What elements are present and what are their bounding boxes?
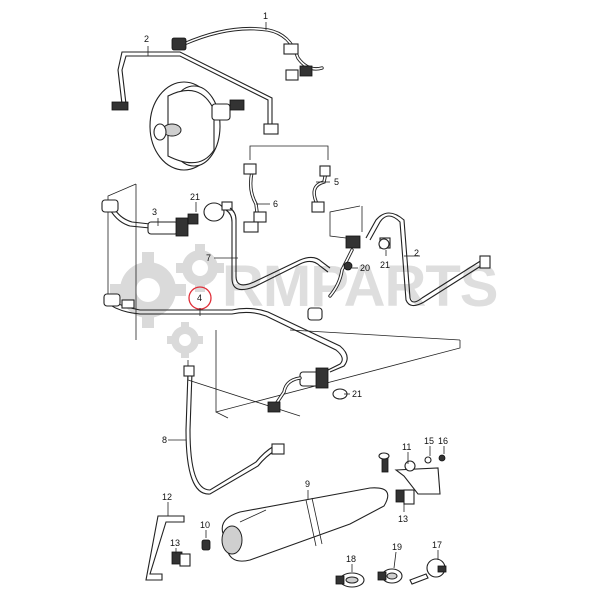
clip-13-left — [171, 551, 191, 567]
callout-15: 15 — [424, 436, 434, 446]
bracket-12 — [145, 515, 185, 581]
callout-12: 12 — [162, 492, 172, 502]
brake-booster — [149, 81, 245, 171]
reference-lines — [107, 145, 461, 419]
clip-13-right — [395, 489, 415, 505]
hose-clamp-18 — [335, 572, 365, 588]
vacuum-pipe-8 — [183, 365, 285, 495]
callout-11: 11 — [402, 442, 411, 452]
small-parts-20-21 — [343, 238, 390, 271]
callout-13-left: 13 — [170, 538, 180, 548]
callout-10: 10 — [200, 520, 210, 530]
callout-3: 3 — [152, 207, 157, 217]
mounting-bracket-11 — [378, 452, 446, 495]
cable-tie-17 — [409, 558, 447, 585]
callout-8: 8 — [162, 435, 167, 445]
watermark-text: RMPARTS — [222, 254, 497, 319]
callout-21-lower: 21 — [352, 389, 362, 399]
callout-7: 7 — [206, 253, 211, 263]
callout-20: 20 — [360, 263, 370, 273]
callout-21-mid: 21 — [380, 260, 390, 270]
callout-labels: 1 2 2 3 4 5 6 7 8 9 10 11 12 13 13 15 16… — [144, 11, 448, 564]
callout-4: 4 — [197, 293, 202, 303]
vacuum-pipe-6 — [243, 163, 267, 223]
vacuum-reservoir — [221, 487, 389, 562]
callout-19: 19 — [392, 542, 402, 552]
check-valve-lower — [267, 367, 348, 413]
plug-10 — [201, 539, 211, 551]
callout-13-right: 13 — [398, 514, 408, 524]
callout-18: 18 — [346, 554, 356, 564]
vacuum-pipe-7 — [225, 207, 354, 321]
callout-1: 1 — [263, 11, 268, 21]
callout-17: 17 — [432, 540, 442, 550]
vacuum-pipe-3 — [101, 199, 233, 237]
vacuum-pipe-2-upper — [111, 51, 279, 135]
callout-9: 9 — [305, 479, 310, 489]
callout-leaders — [147, 22, 445, 572]
callout-16: 16 — [438, 436, 448, 446]
vacuum-pipe-5 — [311, 165, 331, 213]
vacuum-pipe-4 — [103, 293, 348, 373]
hose-clamp-19 — [377, 568, 403, 584]
gear-icon-lower — [167, 322, 203, 358]
watermark-logo: RMPARTS — [110, 244, 498, 358]
callout-2-upper: 2 — [144, 34, 149, 44]
callout-2-right: 2 — [414, 248, 419, 258]
gear-icon — [110, 252, 186, 328]
callout-21-upper: 21 — [190, 192, 200, 202]
callout-5: 5 — [334, 177, 339, 187]
vacuum-hose-1 — [171, 26, 324, 81]
callout-6: 6 — [273, 199, 278, 209]
